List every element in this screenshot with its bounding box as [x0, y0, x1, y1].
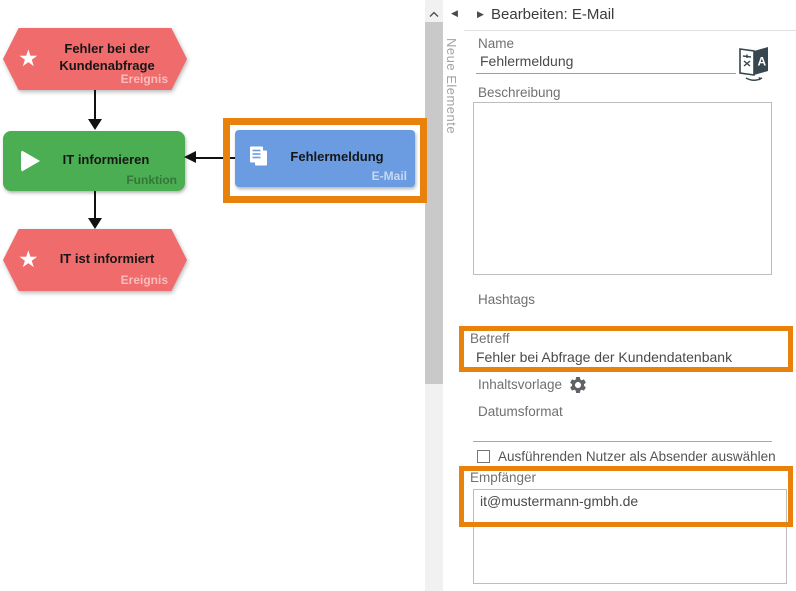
name-input[interactable] — [476, 51, 736, 74]
arrowhead-down-icon — [88, 119, 102, 130]
event-node-top[interactable]: ★ Fehler bei der Kundenabfrage Ereignis — [3, 28, 187, 90]
panel-expander-icon[interactable]: ▶ — [477, 9, 484, 19]
arrowhead-left-icon — [184, 151, 196, 163]
description-textarea[interactable] — [473, 102, 772, 275]
subject-label: Betreff — [470, 331, 510, 346]
gear-icon[interactable] — [568, 375, 588, 400]
star-icon: ★ — [18, 246, 39, 273]
node-type-label: Ereignis — [120, 72, 168, 86]
node-label: Fehler bei der Kundenabfrage — [59, 41, 155, 73]
node-type-label: Funktion — [126, 173, 177, 187]
divider — [464, 30, 796, 31]
event-node-bottom[interactable]: ★ IT ist informiert Ereignis — [3, 229, 187, 291]
node-label: IT ist informiert — [59, 250, 155, 266]
diagram-canvas[interactable]: ★ Fehler bei der Kundenabfrage Ereignis … — [0, 0, 427, 591]
canvas-scrollbar-track[interactable] — [425, 0, 443, 591]
panel-title: Bearbeiten: E-Mail — [491, 6, 615, 23]
edge-line — [94, 90, 96, 120]
email-node[interactable]: Fehlermeldung E-Mail — [235, 130, 415, 187]
play-icon — [21, 150, 40, 172]
translate-icon[interactable]: A — [738, 44, 770, 89]
function-node[interactable]: IT informieren Funktion — [3, 131, 185, 191]
node-type-label: Ereignis — [120, 273, 168, 287]
hashtags-label: Hashtags — [478, 292, 536, 307]
tab-neue-elemente[interactable]: Neue Elemente — [444, 38, 459, 135]
edge-line — [94, 191, 96, 219]
highlight-box-email-node: Fehlermeldung E-Mail — [223, 118, 427, 203]
edge-line — [196, 157, 236, 159]
description-label: Beschreibung — [478, 85, 561, 100]
scroll-up-arrow-icon[interactable] — [429, 5, 439, 23]
star-icon: ★ — [18, 45, 39, 72]
node-label: IT informieren — [62, 151, 150, 167]
node-label: Fehlermeldung — [290, 149, 384, 165]
content-template-label: Inhaltsvorlage — [478, 377, 563, 392]
arrowhead-down-icon — [88, 218, 102, 229]
node-type-label: E-Mail — [371, 169, 407, 183]
date-format-input[interactable] — [473, 441, 772, 442]
new-elements-tabstrip — [443, 0, 464, 591]
canvas-scrollbar-thumb[interactable] — [425, 22, 443, 384]
edit-panel: ▶ Bearbeiten: E-Mail Name A Beschreibung… — [459, 0, 796, 591]
name-label: Name — [478, 36, 515, 51]
recipient-textarea[interactable]: it@mustermann-gmbh.de — [473, 489, 787, 584]
sender-checkbox[interactable] — [477, 450, 490, 463]
documents-icon — [247, 144, 271, 173]
subject-value[interactable]: Fehler bei Abfrage der Kundendatenbank — [476, 349, 733, 365]
collapse-panel-icon[interactable]: ◀ — [451, 8, 458, 18]
sender-checkbox-label[interactable]: Ausführenden Nutzer als Absender auswähl… — [498, 449, 776, 464]
recipient-label: Empfänger — [470, 470, 537, 485]
date-format-label: Datumsformat — [478, 404, 563, 419]
svg-text:A: A — [758, 55, 767, 69]
